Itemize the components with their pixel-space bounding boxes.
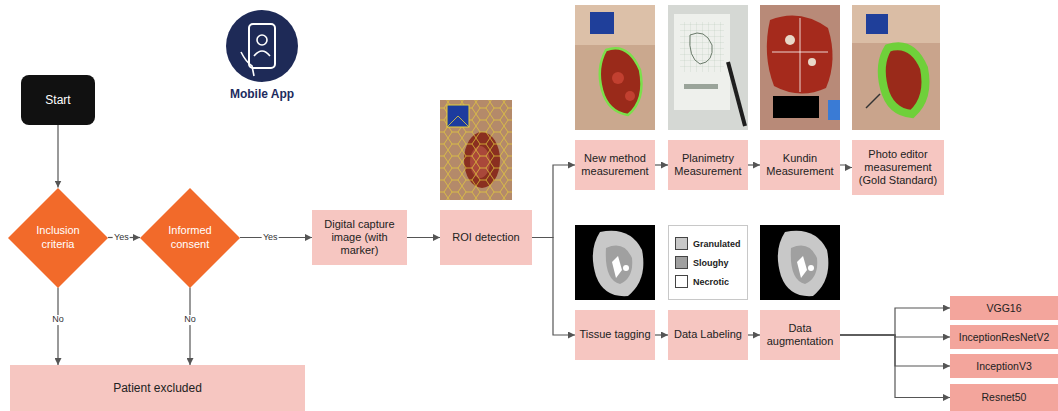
node-text: New method measurement [579,152,651,178]
connector-arrow [532,238,575,336]
tissue-mask [575,225,655,300]
node-text: InceptionResNetV2 [959,331,1049,344]
wound-photo [575,5,655,130]
legend-swatch [675,237,688,250]
roi-image [440,100,512,200]
node-text: Planimetry Measurement [672,152,744,178]
kundin-photo [760,5,840,130]
process-box: Data augmentation [760,310,840,360]
edge-label: Yes [113,233,130,243]
start-terminal: Start [21,75,95,125]
legend-text: Sloughy [693,258,729,268]
process-box: ROI detection [440,210,532,265]
legend-panel: GranulatedSloughyNecrotic [668,225,748,300]
process-box: Digital capture image (with marker) [312,210,407,265]
node-text: Photo editor measurement (Gold Standard) [856,148,940,188]
model-box: InceptionV3 [950,354,1058,378]
process-box: Photo editor measurement (Gold Standard) [852,140,944,195]
legend-swatch [675,256,688,269]
edge-label: No [183,315,197,325]
node-text: Kundin Measurement [764,152,836,178]
process-box: Tissue tagging [575,310,655,360]
edge-label: No [51,315,65,325]
node-text: Digital capture image (with marker) [316,218,403,258]
node-text: Start [45,93,70,107]
augmented-mask [760,225,840,300]
legend-text: Granulated [693,239,741,249]
model-box: VGG16 [950,296,1058,320]
mobile-app-icon [226,10,298,82]
node-text: Inclusion criteria [28,224,88,250]
connector-arrow [748,334,760,335]
planimetry-photo [668,5,748,130]
process-box: New method measurement [575,140,655,190]
connector-arrow [840,308,950,335]
connector-arrow [748,164,760,165]
edge-label: Yes [262,233,279,243]
process-box: Planimetry Measurement [668,140,748,190]
decision-diamond: Informed consent [140,188,240,288]
photo-editor-photo [852,5,940,130]
legend-row: Necrotic [675,275,747,288]
node-text: Patient excluded [113,381,202,395]
legend-text: Necrotic [693,277,729,287]
node-text: ROI detection [452,231,519,244]
connector-arrow [840,335,950,398]
process-box: Kundin Measurement [760,140,840,190]
app-label: Mobile App [222,87,302,101]
node-text: Data Labeling [674,328,742,341]
model-box: InceptionResNetV2 [950,325,1058,349]
process-box: Patient excluded [10,365,305,411]
node-text: Informed consent [160,224,220,250]
node-text: InceptionV3 [976,360,1031,373]
connector-arrow [532,165,575,238]
connector-arrow [57,288,58,366]
connector-arrow [407,237,440,238]
decision-diamond: Inclusion criteria [8,188,108,288]
node-text: Tissue tagging [579,328,650,341]
node-text: Resnet50 [982,391,1027,404]
legend-row: Granulated [675,237,747,250]
model-box: Resnet50 [950,384,1058,411]
connector-arrow [57,125,58,188]
legend-swatch [675,275,688,288]
connector-arrow [655,164,668,165]
node-text: VGG16 [986,302,1021,315]
node-text: Data augmentation [764,322,836,348]
connector-arrow [189,288,190,366]
legend-row: Sloughy [675,256,747,269]
connector-arrow [655,334,668,335]
connector-arrow [840,165,852,168]
process-box: Data Labeling [668,310,748,360]
